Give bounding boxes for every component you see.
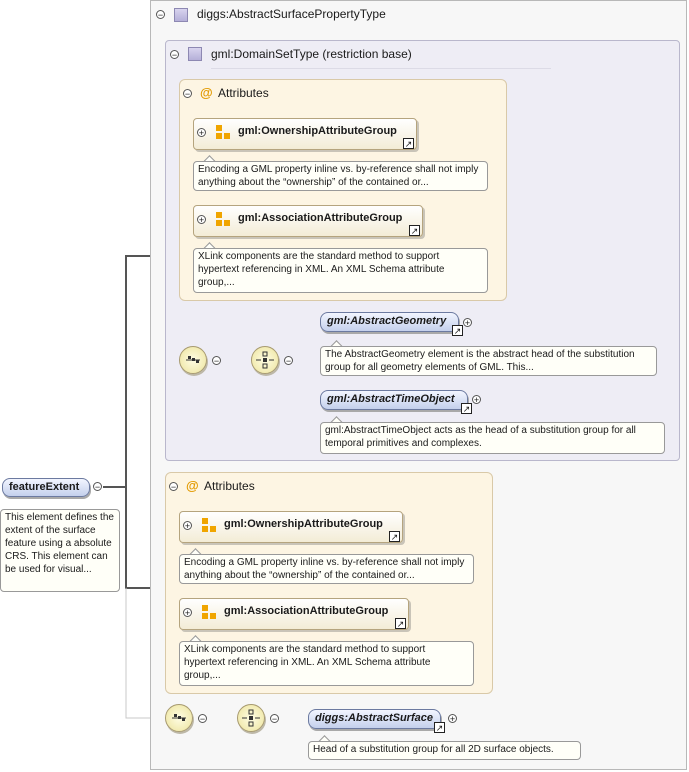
element-doc-text: Head of a substitution group for all 2D … bbox=[313, 744, 554, 755]
outer-attributes-collapse-icon[interactable]: − bbox=[169, 482, 178, 492]
element-label: gml:AbstractTimeObject bbox=[327, 393, 455, 405]
complex-type-icon bbox=[174, 8, 188, 22]
attribute-group-doc: Encoding a GML property inline vs. by-re… bbox=[193, 161, 488, 191]
outer-attributes-title: Attributes bbox=[204, 479, 255, 493]
attribute-group-expand-icon[interactable]: + bbox=[183, 608, 192, 618]
inner-attributes-collapse-icon[interactable]: − bbox=[183, 89, 192, 99]
element-expand-icon[interactable]: + bbox=[448, 714, 457, 724]
attribute-group-icon bbox=[202, 518, 216, 532]
attribute-group-name: gml:OwnershipAttributeGroup bbox=[238, 125, 397, 137]
attribute-group-expand-icon[interactable]: + bbox=[197, 128, 206, 138]
root-collapse-icon[interactable]: − bbox=[93, 482, 102, 492]
sequence-glyph bbox=[186, 356, 200, 363]
element-doc-text: The AbstractGeometry element is the abst… bbox=[325, 349, 635, 373]
attribute-group-doc-text: Encoding a GML property inline vs. by-re… bbox=[184, 557, 465, 581]
sequence-collapse-icon[interactable]: − bbox=[212, 356, 221, 366]
outer-type-title: diggs:AbstractSurfacePropertyType bbox=[197, 7, 386, 21]
element-abstract-surface[interactable]: diggs:AbstractSurface bbox=[308, 709, 441, 729]
complex-type-icon bbox=[188, 47, 202, 61]
link-icon[interactable]: ↗ bbox=[434, 722, 445, 733]
attribute-group-name: gml:AssociationAttributeGroup bbox=[224, 605, 389, 617]
sequence-collapse-icon[interactable]: − bbox=[198, 714, 207, 724]
attribute-group-icon bbox=[216, 212, 230, 226]
attribute-group-doc: Encoding a GML property inline vs. by-re… bbox=[179, 554, 474, 584]
attribute-group-name: gml:AssociationAttributeGroup bbox=[238, 212, 403, 224]
root-doc: This element defines the extent of the s… bbox=[0, 509, 120, 592]
choice-glyph bbox=[256, 351, 274, 369]
domain-set-collapse-icon[interactable]: − bbox=[170, 50, 179, 60]
attribute-group-icon bbox=[202, 605, 216, 619]
attribute-group-expand-icon[interactable]: + bbox=[183, 521, 192, 531]
element-label: gml:AbstractGeometry bbox=[327, 315, 447, 327]
element-doc-text: gml:AbstractTimeObject acts as the head … bbox=[325, 425, 636, 449]
element-doc: gml:AbstractTimeObject acts as the head … bbox=[320, 422, 665, 454]
attribute-group-doc-text: Encoding a GML property inline vs. by-re… bbox=[198, 164, 479, 188]
attribute-icon: @ bbox=[200, 85, 213, 100]
link-icon[interactable]: ↗ bbox=[452, 325, 463, 336]
attribute-group-icon bbox=[216, 125, 230, 139]
element-doc: The AbstractGeometry element is the abst… bbox=[320, 346, 657, 376]
domain-set-title: gml:DomainSetType (restriction base) bbox=[211, 47, 412, 61]
link-icon[interactable]: ↗ bbox=[461, 403, 472, 414]
attribute-group-doc: XLink components are the standard method… bbox=[193, 248, 488, 293]
link-icon[interactable]: ↗ bbox=[409, 225, 420, 236]
link-icon[interactable]: ↗ bbox=[403, 138, 414, 149]
attribute-group-name: gml:OwnershipAttributeGroup bbox=[224, 518, 383, 530]
attribute-group-doc-text: XLink components are the standard method… bbox=[184, 644, 431, 681]
root-element-label: featureExtent bbox=[9, 481, 80, 493]
element-abstract-time-object[interactable]: gml:AbstractTimeObject bbox=[320, 390, 468, 410]
element-expand-icon[interactable]: + bbox=[472, 395, 481, 405]
choice-compositor-icon[interactable] bbox=[237, 704, 265, 732]
attribute-group[interactable] bbox=[193, 118, 417, 150]
choice-collapse-icon[interactable]: − bbox=[270, 714, 279, 724]
title-divider bbox=[211, 68, 551, 69]
link-icon[interactable]: ↗ bbox=[395, 618, 406, 629]
root-element[interactable]: featureExtent bbox=[2, 478, 90, 497]
outer-type-collapse-icon[interactable]: − bbox=[156, 10, 165, 20]
inner-attributes-title: Attributes bbox=[218, 86, 269, 100]
choice-compositor-icon[interactable] bbox=[251, 346, 279, 374]
attribute-group[interactable] bbox=[193, 205, 423, 237]
attribute-group[interactable] bbox=[179, 511, 403, 543]
attribute-group-expand-icon[interactable]: + bbox=[197, 215, 206, 225]
element-label: diggs:AbstractSurface bbox=[315, 712, 433, 724]
element-expand-icon[interactable]: + bbox=[463, 318, 472, 328]
attribute-group-doc-text: XLink components are the standard method… bbox=[198, 251, 445, 288]
sequence-compositor-icon[interactable] bbox=[179, 346, 207, 374]
choice-collapse-icon[interactable]: − bbox=[284, 356, 293, 366]
link-icon[interactable]: ↗ bbox=[389, 531, 400, 542]
choice-glyph bbox=[242, 709, 260, 727]
attribute-group-doc: XLink components are the standard method… bbox=[179, 641, 474, 686]
attribute-icon: @ bbox=[186, 478, 199, 493]
element-abstract-geometry[interactable]: gml:AbstractGeometry bbox=[320, 312, 459, 332]
sequence-compositor-icon[interactable] bbox=[165, 704, 193, 732]
attribute-group[interactable] bbox=[179, 598, 409, 630]
element-doc: Head of a substitution group for all 2D … bbox=[308, 741, 581, 760]
root-doc-text: This element defines the extent of the s… bbox=[5, 512, 114, 575]
sequence-glyph bbox=[172, 714, 186, 721]
